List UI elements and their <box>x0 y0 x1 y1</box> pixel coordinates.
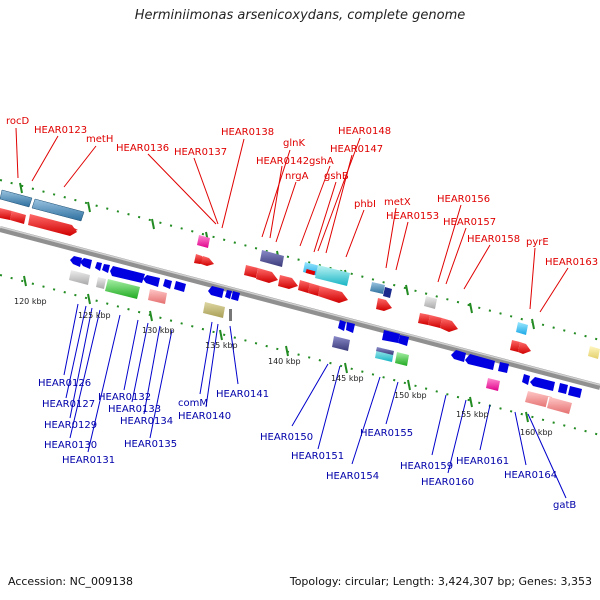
gene-label: HEAR0156 <box>437 194 490 205</box>
gene-label: HEAR0136 <box>116 143 169 154</box>
rocD-cluster <box>0 189 85 236</box>
scale-label: 125 kbp <box>78 311 111 320</box>
gene-label: HEAR0161 <box>456 456 509 467</box>
gene-label: HEAR0133 <box>108 404 161 415</box>
red-arrows-a <box>194 254 214 266</box>
gene-label: HEAR0130 <box>44 440 97 451</box>
gene-label: HEAR0138 <box>221 127 274 138</box>
map-title: Herminiimonas arsenicoxydans, complete g… <box>134 8 466 23</box>
gene-label: HEAR0150 <box>260 432 313 443</box>
scale-label: 130 kbp <box>142 326 175 335</box>
gene-label: HEAR0132 <box>98 392 151 403</box>
gene-label: HEAR0157 <box>443 217 496 228</box>
lower-gene-labels: HEAR0126 HEAR0127 HEAR0129 HEAR0130 HEAR… <box>38 378 576 511</box>
gene-label: HEAR0129 <box>44 420 97 431</box>
scale-label: 145 kbp <box>331 374 364 383</box>
gene-label: HEAR0140 <box>178 411 231 422</box>
gene-label: rocD <box>6 116 30 127</box>
gene-label: HEAR0155 <box>360 428 413 439</box>
gene-label: pyrE <box>526 237 549 248</box>
scale-labels: 120 kbp 125 kbp 130 kbp 135 kbp 140 kbp … <box>14 297 553 437</box>
genome-backbone <box>0 226 600 390</box>
gene-label: metH <box>86 134 113 145</box>
scale-label: 120 kbp <box>14 297 47 306</box>
scale-label: 135 kbp <box>205 341 238 350</box>
gene-label: HEAR0135 <box>124 439 177 450</box>
gene-label: nrgA <box>285 171 309 182</box>
gene-label: HEAR0126 <box>38 378 91 389</box>
scale-label: 160 kbp <box>520 428 553 437</box>
gene-label: HEAR0158 <box>467 234 520 245</box>
gene-label: HEAR0159 <box>400 461 453 472</box>
gene-label: HEAR0141 <box>216 389 269 400</box>
gene-label: gshA <box>309 156 334 167</box>
accession-text: Accession: NC_009138 <box>8 575 134 588</box>
upper-leader-lines <box>15 127 569 313</box>
gene-label: HEAR0160 <box>421 477 474 488</box>
gene-label: comM <box>178 398 208 409</box>
scale-label: 150 kbp <box>394 391 427 400</box>
gene-label: HEAR0142 <box>256 156 309 167</box>
gene-label: HEAR0134 <box>120 416 173 427</box>
scale-label: 155 kbp <box>456 410 489 419</box>
gene-label: metX <box>384 197 411 208</box>
gene-label: gshB <box>324 171 349 182</box>
gene-label: HEAR0154 <box>326 471 379 482</box>
lower-track-dots <box>0 274 600 436</box>
gene-label: HEAR0153 <box>386 211 439 222</box>
scale-label: 140 kbp <box>268 357 301 366</box>
gene-label: HEAR0163 <box>545 257 598 268</box>
gene-label: HEAR0164 <box>504 470 557 481</box>
lower-major-ticks <box>23 275 529 423</box>
blue-arrows-left <box>70 256 186 292</box>
gene-label: HEAR0148 <box>338 126 391 137</box>
gene-label: HEAR0131 <box>62 455 115 466</box>
gene-glnK <box>260 250 284 267</box>
gene-label: HEAR0137 <box>174 147 227 158</box>
gene-label: phbI <box>354 199 376 210</box>
gene-gshB <box>315 265 350 286</box>
upper-track-dots <box>0 179 600 341</box>
gene-label: gatB <box>553 500 576 511</box>
gene-label: glnK <box>283 138 305 149</box>
gene-HEAR0138 <box>197 235 210 248</box>
lower-leader-lines <box>63 303 567 499</box>
upper-gene-labels: rocD HEAR0123 metH HEAR0136 HEAR0137 HEA… <box>6 116 598 268</box>
gene-label: HEAR0147 <box>330 144 383 155</box>
gene-label: HEAR0123 <box>34 125 87 136</box>
topology-text: Topology: circular; Length: 3,424,307 bp… <box>289 575 592 588</box>
gene-label: HEAR0151 <box>291 451 344 462</box>
gene-label: HEAR0127 <box>42 399 95 410</box>
